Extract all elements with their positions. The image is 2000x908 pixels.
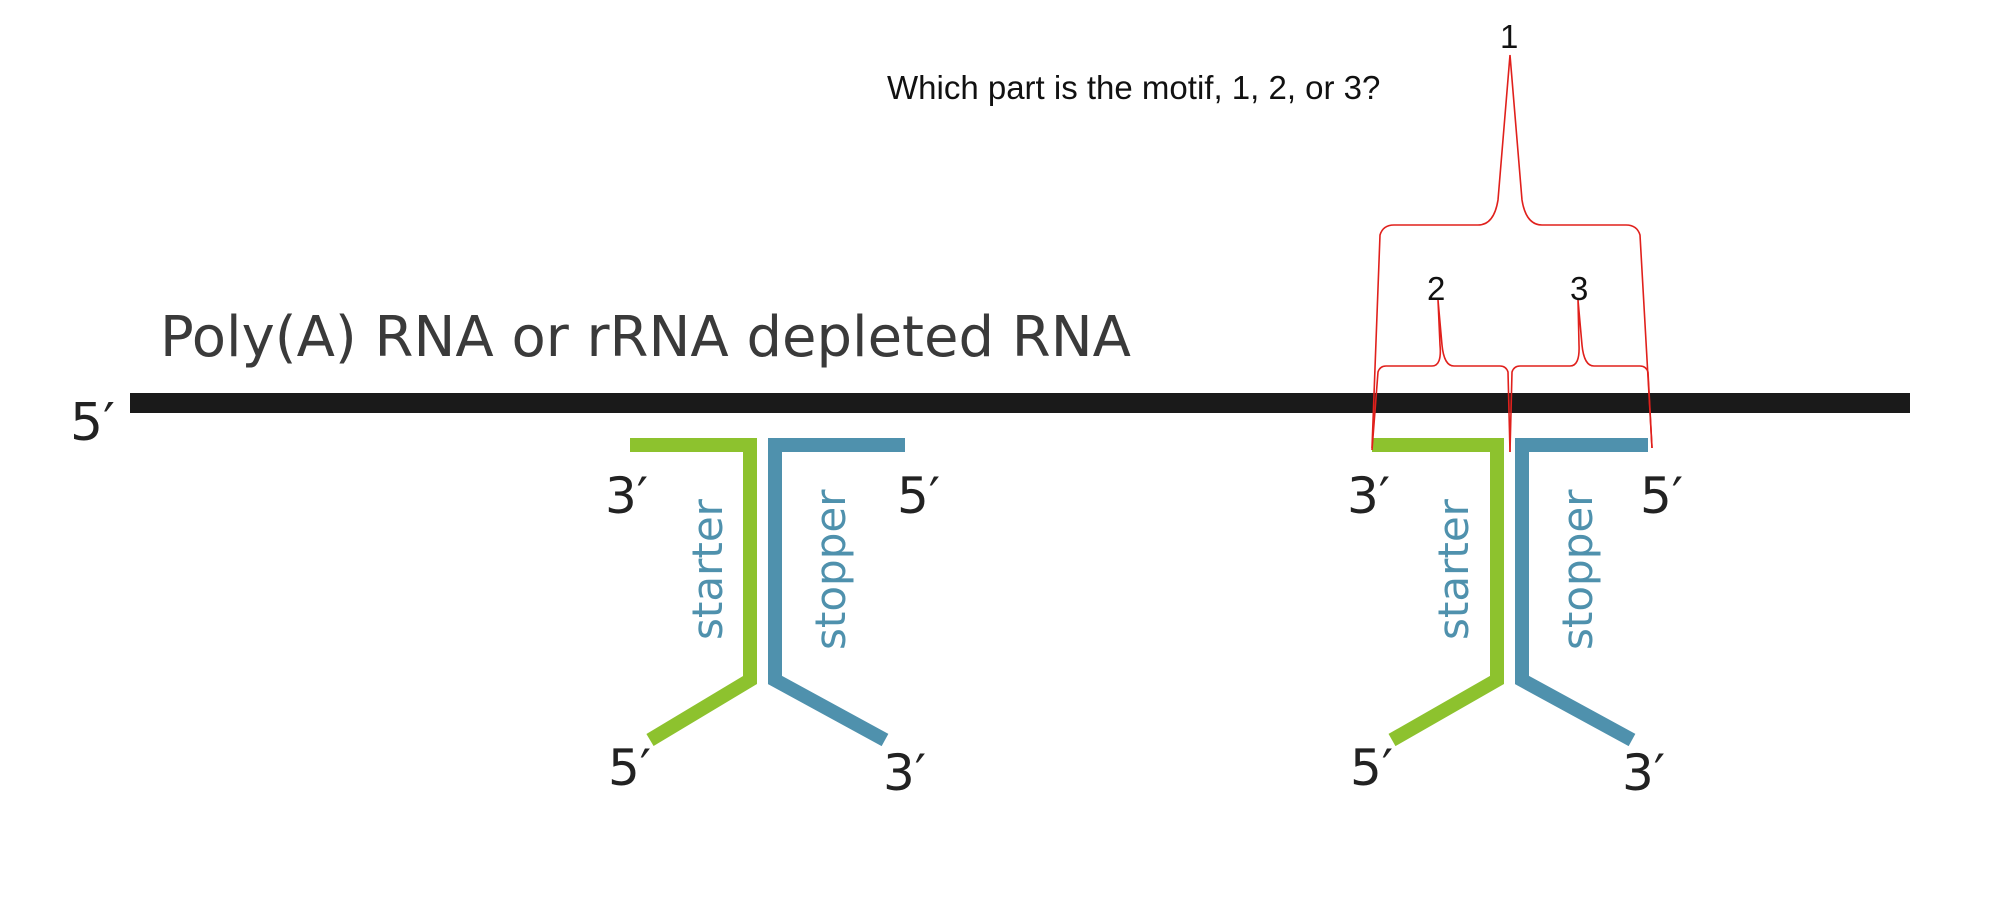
starter-probe-2 (1372, 438, 1504, 747)
starter-label-1: starter (683, 498, 732, 640)
stopper-3-prime-label-1: 3′ (883, 744, 926, 802)
stopper-3-prime-label-2: 3′ (1622, 744, 1665, 802)
bracket-1-label: 1 (1500, 18, 1518, 55)
stopper-label-1: stopper (806, 489, 855, 650)
starter-5-prime-label-2: 5′ (1350, 739, 1393, 797)
stopper-5-prime-label-1: 5′ (897, 467, 940, 525)
bracket-2 (1371, 299, 1511, 453)
stopper-5-prime-label-2: 5′ (1640, 467, 1683, 525)
annotation-brackets (1371, 54, 1653, 453)
bracket-3 (1509, 299, 1653, 453)
probe-pair-1: 3′ 5′ starter stopper 5′ 3′ (605, 438, 940, 802)
starter-probe-1 (630, 438, 757, 747)
bracket-3-label: 3 (1570, 270, 1588, 307)
starter-5-prime-label-1: 5′ (608, 739, 651, 797)
stopper-probe-2 (1515, 438, 1648, 747)
rna-strand (130, 393, 1910, 413)
stopper-label-2: stopper (1553, 489, 1602, 650)
starter-label-2: starter (1429, 498, 1478, 640)
starter-3-prime-label-1: 3′ (605, 467, 648, 525)
question-text: Which part is the motif, 1, 2, or 3? (887, 69, 1380, 106)
starter-3-prime-label-2: 3′ (1347, 467, 1390, 525)
stopper-probe-1 (768, 438, 905, 747)
rna-5-prime-label: 5′ (70, 393, 115, 453)
bracket-2-label: 2 (1427, 270, 1445, 307)
probe-pair-2: 3′ 5′ starter stopper 5′ 3′ (1347, 438, 1683, 802)
bracket-1 (1371, 54, 1653, 449)
rna-title: Poly(A) RNA or rRNA depleted RNA (160, 305, 1131, 370)
